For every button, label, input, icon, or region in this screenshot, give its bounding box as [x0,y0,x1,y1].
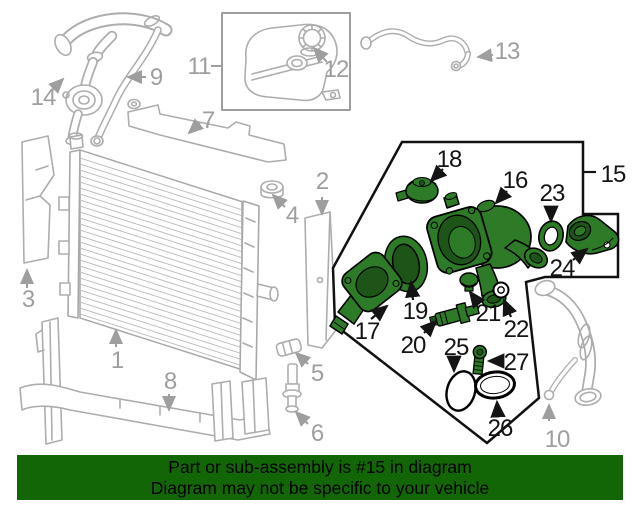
callout-17: 17 [355,318,380,345]
callout-3: 3 [22,286,35,313]
part-21-plug [459,272,479,292]
callout-6: 6 [311,420,324,447]
callout-10: 10 [545,426,570,453]
banner-line-2: Diagram may not be specific to your vehi… [150,477,490,498]
callout-26: 26 [488,415,513,442]
callout-22: 22 [504,316,529,343]
lower-shield-part-8 [19,317,271,445]
thermostat-housing-assembly [329,176,620,412]
callout-1: 1 [111,347,124,374]
callout-23: 23 [540,180,565,207]
callout-5: 5 [311,360,324,387]
callout-9: 9 [150,64,163,91]
callout-labels: 1 2 3 4 5 6 7 8 9 10 11 12 13 14 15 16 1… [22,38,627,453]
part-22-washer [492,281,510,299]
pin-part-6 [282,363,302,413]
callout-27: 27 [504,349,529,376]
callout-20: 20 [401,332,426,359]
notice-banner: Part or sub-assembly is #15 in diagram D… [17,455,623,500]
callout-2: 2 [316,168,329,195]
upper-bracket-part-7 [127,98,287,163]
callout-8: 8 [164,368,177,395]
callout-15: 15 [601,161,626,188]
mount-part-4 [260,180,284,199]
callout-24: 24 [550,255,575,282]
callout-21: 21 [476,300,501,327]
part-16-housing [426,192,549,308]
callout-18: 18 [437,146,462,173]
callout-4: 4 [286,202,299,229]
hose-part-13 [360,28,471,72]
banner-line-1: Part or sub-assembly is #15 in diagram [168,456,472,477]
callout-25: 25 [444,334,469,361]
expansion-tank-box [221,12,351,111]
reservoir-cap [298,24,326,57]
radiator-part-1 [58,132,279,381]
callout-7: 7 [202,107,215,134]
callout-16: 16 [503,167,528,194]
part-27-bolt [472,344,488,376]
air-baffle-part-3 [21,135,55,264]
part-18-thermostat [395,176,439,204]
part-26-gasket [474,370,516,400]
hose-part-9 [90,26,162,147]
gray-callout-arrows [20,46,556,427]
callout-19: 19 [403,298,428,325]
part-17-outlet-flange [329,251,403,335]
callout-14: 14 [31,84,56,111]
callout-11: 11 [188,53,212,80]
black-callout-arrows [370,164,596,418]
part-25-oring [445,370,477,412]
lower-hose-part-10 [534,279,602,406]
callout-12: 12 [324,56,349,83]
callout-13: 13 [495,38,520,65]
